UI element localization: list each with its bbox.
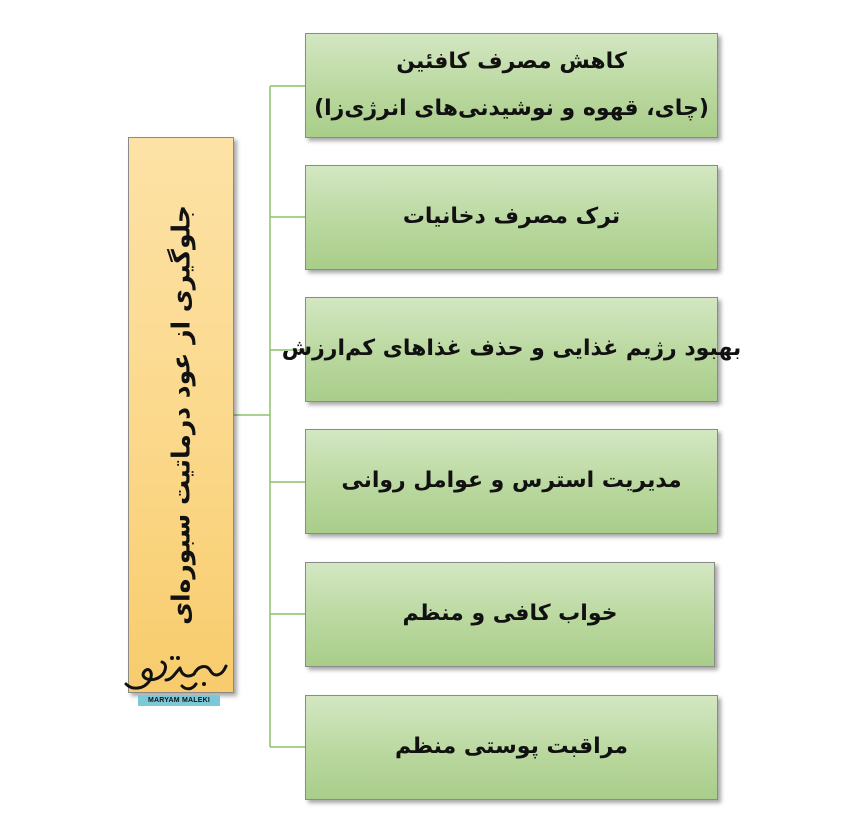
child-node-label: مراقبت پوستی منظم xyxy=(394,734,629,760)
root-node: جلوگیری از عود درماتیت سبوره‌ای xyxy=(128,137,234,693)
child-node-label: مدیریت استرس و عوامل روانی xyxy=(341,468,682,494)
child-node-skincare: مراقبت پوستی منظم xyxy=(305,695,718,800)
child-node-caffeine: کاهش مصرف کافئین (چای، قهوه و نوشیدنی‌ها… xyxy=(305,33,718,138)
child-node-label-line1: کاهش مصرف کافئین xyxy=(396,49,627,75)
brand-logo: MARYAM MALEKI xyxy=(122,650,232,706)
root-node-label: جلوگیری از عود درماتیت سبوره‌ای xyxy=(166,205,196,625)
child-node-sleep: خواب کافی و منظم xyxy=(305,562,715,667)
child-node-label: ترک مصرف دخانیات xyxy=(402,204,621,230)
child-node-label: کاهش مصرف کافئین (چای، قهوه و نوشیدنی‌ها… xyxy=(314,49,709,122)
child-node-smoking: ترک مصرف دخانیات xyxy=(305,165,718,270)
child-node-label-line2: (چای، قهوه و نوشیدنی‌های انرژی‌زا) xyxy=(314,95,709,121)
logo-caption: MARYAM MALEKI xyxy=(138,695,220,706)
child-node-label: خواب کافی و منظم xyxy=(402,601,618,627)
child-node-stress: مدیریت استرس و عوامل روانی xyxy=(305,429,718,534)
child-node-diet: بهبود رژیم غذایی و حذف غذاهای کم‌ارزش xyxy=(282,297,741,402)
signature-logo-icon xyxy=(124,656,228,691)
child-node-label: بهبود رژیم غذایی و حذف غذاهای کم‌ارزش xyxy=(281,336,742,362)
